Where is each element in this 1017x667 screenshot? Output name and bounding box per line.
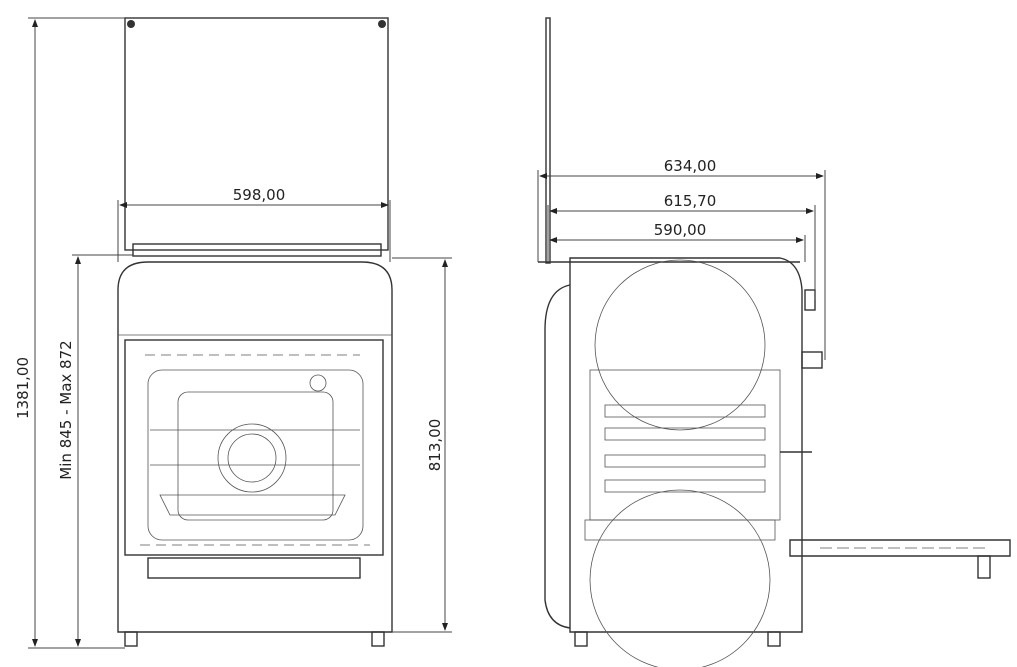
drawer-handle [147,557,361,579]
convection-fan [217,423,287,493]
lid-side [545,17,551,264]
total-height-dimension: 1381,00 [14,357,32,419]
fan-duct-top [594,259,766,431]
foot-right [371,631,385,647]
width-dimension: 598,00 [233,186,286,204]
knob [804,289,816,311]
front-view: 598,00 1381,00 Min 845 - Max 872 813,00 [14,17,452,649]
depth-knobs-dimension: 615,70 [664,192,717,210]
oven-light [309,374,327,392]
oven-door-frame [124,339,384,556]
oven-window [147,369,364,541]
open-drawer [789,539,1011,557]
adjustable-height-dimension: Min 845 - Max 872 [57,340,75,479]
side-view: 634,00 615,70 590,00 [537,17,1011,667]
side-body [569,257,803,633]
depth-open-dimension: 634,00 [664,157,717,175]
side-foot-rear [767,631,781,647]
body-height-dimension: 813,00 [426,419,444,472]
hob-grates [132,243,382,257]
oven-body [117,261,393,633]
door-handle [801,351,823,369]
door-profile [544,284,571,629]
fan-duct-bottom [589,489,771,667]
side-foot-front [574,631,588,647]
glass-lid [124,17,389,251]
foot-left [124,631,138,647]
depth-body-dimension: 590,00 [654,221,707,239]
